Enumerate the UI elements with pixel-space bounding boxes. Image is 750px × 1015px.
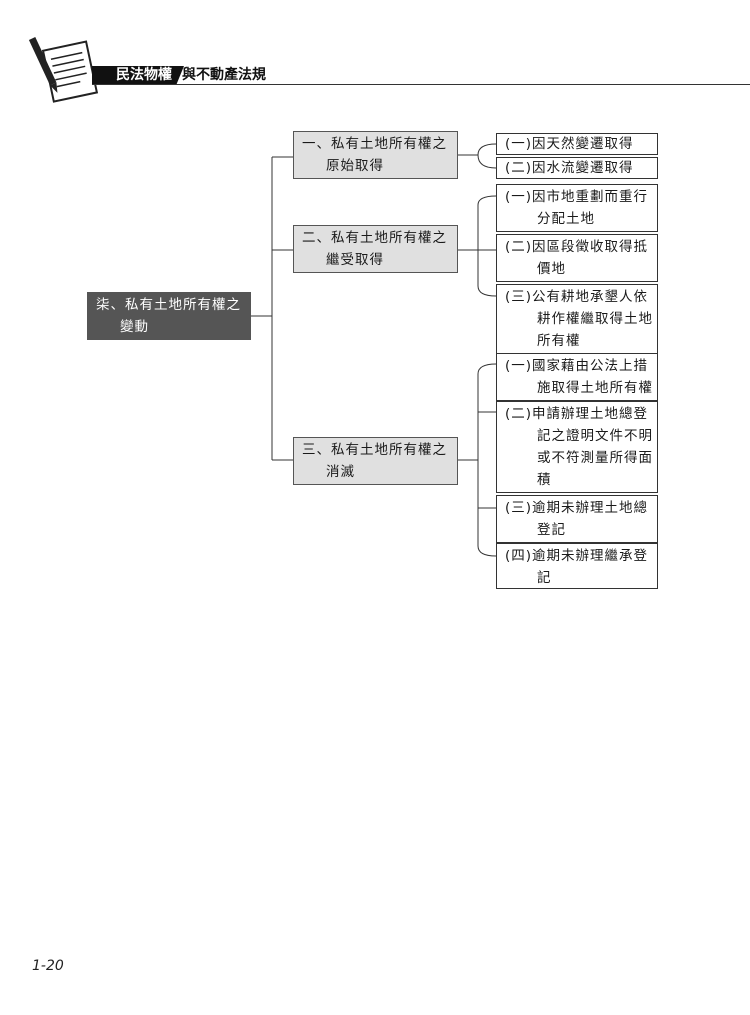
root-node: 柒、私有土地所有權之 變動 <box>87 292 251 340</box>
leaf-line: 記 <box>537 570 552 586</box>
branch-node-line1: 一、私有土地所有權之 <box>302 136 447 152</box>
leaf-line: 記之證明文件不明 <box>537 428 653 444</box>
branch-node-original-acquisition: 一、私有土地所有權之 原始取得 <box>293 131 458 179</box>
root-node-line2: 變動 <box>120 319 149 335</box>
leaf-node: (一)因市地重劃而重行 分配土地 <box>496 184 658 232</box>
leaf-node: (二)因水流變遷取得 <box>496 157 658 179</box>
leaf-line: 施取得土地所有權 <box>537 380 653 396</box>
leaf-line: 登記 <box>537 522 566 538</box>
branch-node-line2: 繼受取得 <box>326 252 384 268</box>
book-tag: 民法物權 <box>92 66 184 84</box>
root-node-line1: 柒、私有土地所有權之 <box>96 297 241 313</box>
notepad-pen-icon <box>28 32 108 104</box>
leaf-line: 或不符測量所得面 <box>537 450 653 466</box>
leaf-line: 耕作權繼取得土地 <box>537 311 653 327</box>
leaf-node: (一)國家藉由公法上措 施取得土地所有權 <box>496 353 658 401</box>
branch-node-extinction: 三、私有土地所有權之 消滅 <box>293 437 458 485</box>
page-number: 1-20 <box>32 958 64 974</box>
leaf-line: (一)國家藉由公法上措 <box>505 358 649 374</box>
leaf-line: (三)逾期未辦理土地總 <box>505 500 649 516</box>
leaf-line: (一)因市地重劃而重行 <box>505 189 649 205</box>
leaf-line: 分配土地 <box>537 211 595 227</box>
leaf-node: (二)申請辦理土地總登 記之證明文件不明 或不符測量所得面 積 <box>496 401 658 493</box>
leaf-line: (二)因區段徵收取得抵 <box>505 239 649 255</box>
leaf-line: (一)因天然變遷取得 <box>505 136 634 152</box>
leaf-node: (三)公有耕地承墾人依 耕作權繼取得土地 所有權 <box>496 284 658 354</box>
header-rule <box>92 84 750 85</box>
leaf-line: 積 <box>537 472 552 488</box>
leaf-line: (二)申請辦理土地總登 <box>505 406 649 422</box>
leaf-line: (二)因水流變遷取得 <box>505 160 634 176</box>
leaf-node: (一)因天然變遷取得 <box>496 133 658 155</box>
branch-node-line2: 原始取得 <box>326 158 384 174</box>
branch-node-line2: 消滅 <box>326 464 355 480</box>
leaf-node: (四)逾期未辦理繼承登 記 <box>496 543 658 589</box>
leaf-line: (四)逾期未辦理繼承登 <box>505 548 649 564</box>
leaf-node: (二)因區段徵收取得抵 價地 <box>496 234 658 282</box>
branch-node-line1: 三、私有土地所有權之 <box>302 442 447 458</box>
branch-node-derivative-acquisition: 二、私有土地所有權之 繼受取得 <box>293 225 458 273</box>
leaf-line: (三)公有耕地承墾人依 <box>505 289 649 305</box>
leaf-line: 價地 <box>537 261 566 277</box>
leaf-line: 所有權 <box>537 333 581 349</box>
leaf-node: (三)逾期未辦理土地總 登記 <box>496 495 658 543</box>
book-title: 與不動產法規 <box>182 67 266 83</box>
branch-node-line1: 二、私有土地所有權之 <box>302 230 447 246</box>
